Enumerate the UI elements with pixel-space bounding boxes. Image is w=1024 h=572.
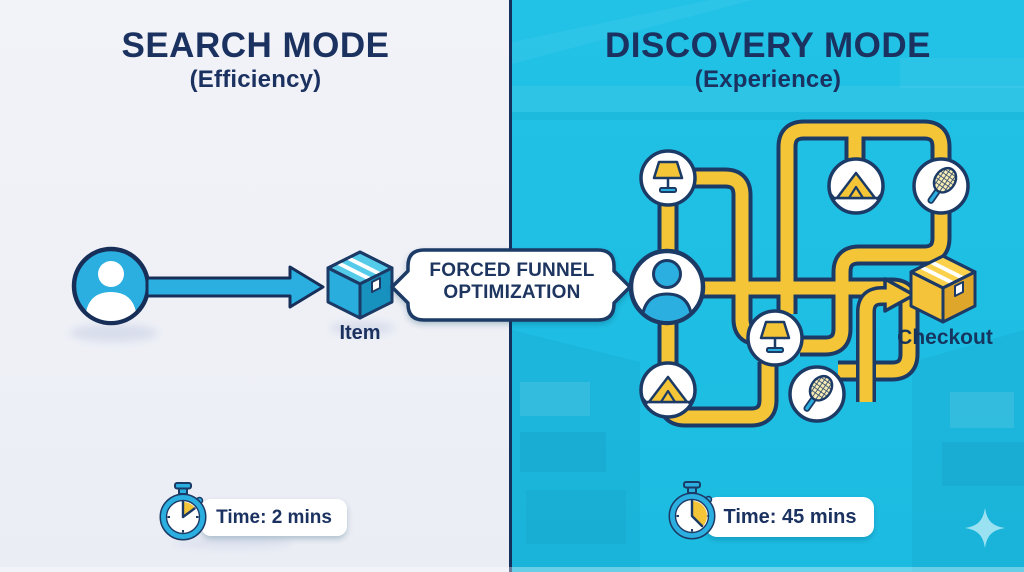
bubble-line-2: OPTIMIZATION [443,282,581,303]
item-label: Item [339,322,381,344]
checkout-label: Checkout [897,326,993,349]
search-subtitle: (Efficiency) [189,66,322,93]
discovery-subtitle: (Experience) [694,66,842,93]
bubble-text: FORCED FUNNEL OPTIMIZATION [402,260,622,304]
discovery-timer-text: Time: 45 mins [723,506,857,528]
search-timer-text: Time: 2 mins [216,507,332,528]
search-title: SEARCH MODE [121,26,390,65]
discovery-title: DISCOVERY MODE [605,26,931,65]
bubble-line-1: FORCED FUNNEL [429,260,595,281]
